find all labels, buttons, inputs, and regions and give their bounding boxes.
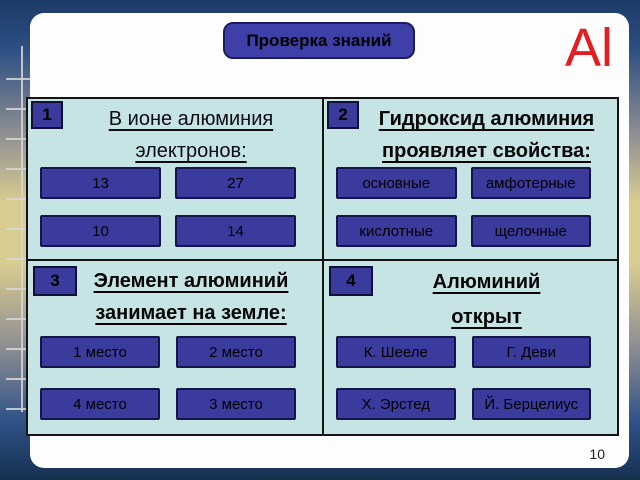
answers-grid: 13 27 10 14 xyxy=(40,167,296,247)
answer-button[interactable]: 27 xyxy=(175,167,296,199)
question-title-line: занимает на земле: xyxy=(95,302,287,324)
answer-button[interactable]: Х. Эрстед xyxy=(336,388,456,420)
question-cell-4: 4 Алюминий открыт К. Шееле Г. Деви Х. Эр… xyxy=(324,261,617,434)
quiz-table: 1 В ионе алюминия электронов: 13 27 10 1… xyxy=(26,97,619,436)
question-title: Гидроксид алюминия проявляет свойства: xyxy=(362,103,611,167)
answers-grid: К. Шееле Г. Деви Х. Эрстед Й. Берцелиус xyxy=(336,336,591,420)
page-number: 10 xyxy=(589,446,605,462)
knowledge-check-button[interactable]: Проверка знаний xyxy=(223,22,415,59)
answer-button[interactable]: 4 место xyxy=(40,388,160,420)
question-title: Алюминий открыт xyxy=(362,265,611,335)
answers-grid: основные амфотерные кислотные щелочные xyxy=(336,167,591,247)
question-cell-3: 3 Элемент алюминий занимает на земле: 1 … xyxy=(28,261,324,434)
answers-grid: 1 место 2 место 4 место 3 место xyxy=(40,336,296,420)
question-cell-1: 1 В ионе алюминия электронов: 13 27 10 1… xyxy=(28,99,324,261)
question-title-line: Алюминий xyxy=(432,271,541,293)
question-number-badge: 1 xyxy=(31,101,63,129)
answer-button[interactable]: 10 xyxy=(40,215,161,247)
question-title-line: открыт xyxy=(451,306,522,328)
answer-button[interactable]: основные xyxy=(336,167,457,199)
question-title-line: В ионе алюминия xyxy=(108,108,274,130)
question-cell-2: 2 Гидроксид алюминия проявляет свойства:… xyxy=(324,99,617,261)
question-number-badge: 2 xyxy=(327,101,359,129)
question-title: Элемент алюминий занимает на земле: xyxy=(66,265,316,329)
question-title: В ионе алюминия электронов: xyxy=(66,103,316,167)
question-number-badge: 4 xyxy=(329,266,373,296)
question-title-line: проявляет свойства: xyxy=(382,140,591,162)
answer-button[interactable]: 14 xyxy=(175,215,296,247)
answer-button[interactable]: кислотные xyxy=(336,215,457,247)
aluminum-symbol: Al xyxy=(564,18,613,78)
question-number-badge: 3 xyxy=(33,266,77,296)
answer-button[interactable]: К. Шееле xyxy=(336,336,456,368)
answer-button[interactable]: 13 xyxy=(40,167,161,199)
answer-button[interactable]: щелочные xyxy=(470,215,591,247)
answer-button[interactable]: амфотерные xyxy=(470,167,591,199)
question-title-line: Гидроксид алюминия xyxy=(378,108,595,130)
answer-button[interactable]: 2 место xyxy=(176,336,296,368)
answer-button[interactable]: Г. Деви xyxy=(471,336,591,368)
answer-button[interactable]: 1 место xyxy=(40,336,160,368)
question-title-line: электронов: xyxy=(135,140,247,162)
question-title-line: Элемент алюминий xyxy=(93,270,289,292)
answer-button[interactable]: 3 место xyxy=(176,388,296,420)
answer-button[interactable]: Й. Берцелиус xyxy=(471,388,591,420)
